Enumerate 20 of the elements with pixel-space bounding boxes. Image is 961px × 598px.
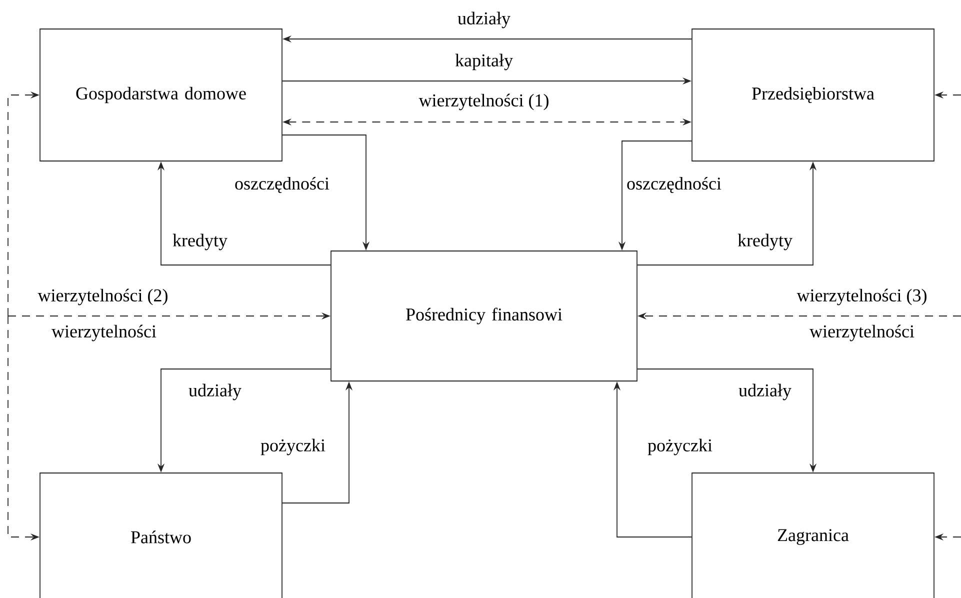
box: Gospodarstwa domowe	[40, 28, 282, 162]
edge-label: udziały	[456, 10, 512, 30]
edge-label: oszczędności	[234, 176, 330, 194]
edge-label: wierzytelności (1)	[418, 92, 550, 112]
edge-label: kredyty	[172, 232, 228, 252]
edge-label: kredyty	[736, 232, 794, 252]
box: Przedsiębiorstwa	[692, 28, 934, 162]
edge-label: kapitały	[454, 52, 514, 72]
edge-label: oszczędności	[626, 176, 722, 194]
flow-label: wierzytelności	[808, 324, 916, 342]
box: Państwo	[40, 472, 282, 598]
box: Pośrednicy finansowi	[330, 250, 638, 382]
edge-label: wierzytelności (3)	[796, 288, 928, 306]
edge-label: wierzytelności (2)	[36, 288, 170, 306]
edge-label: pożyczki	[260, 438, 326, 456]
flow-label: wierzytelności	[50, 324, 158, 342]
edge-label: udziały	[188, 382, 242, 402]
edge-label: udziały	[738, 382, 792, 402]
box: Zagranica	[692, 472, 934, 598]
edge-label: pożyczki	[646, 438, 714, 456]
